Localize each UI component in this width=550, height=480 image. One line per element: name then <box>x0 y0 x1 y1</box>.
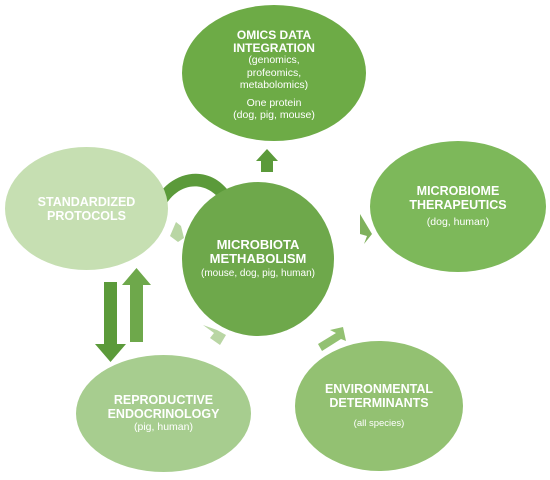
microbiota-species: (mouse, dog, pig, human) <box>201 268 315 280</box>
environmental-species: (all species) <box>353 418 405 430</box>
therapeutics-species: (dog, human) <box>426 216 490 229</box>
arrow-center-to-therapeutics <box>360 214 372 244</box>
omics-subtitle: (genomics, profeomics, metabolomics) <box>239 54 309 91</box>
omics-data-integration-node: OMICS DATA INTEGRATION (genomics, profeo… <box>182 5 366 141</box>
standardized-title: STANDARDIZED PROTOCOLS <box>37 194 136 223</box>
arrow-to-omics <box>256 149 278 172</box>
microbiome-therapeutics-node: MICROBIOME THERAPEUTICS (dog, human) <box>370 141 546 272</box>
environmental-determinants-node: ENVIRONMENTAL DETERMINANTS (all species) <box>295 341 463 471</box>
arrow-standardized-center <box>170 222 184 242</box>
standardized-protocols-node: STANDARDIZED PROTOCOLS <box>5 147 168 270</box>
reproductive-title: REPRODUCTIVE ENDOCRINOLOGY <box>107 393 220 422</box>
microbiota-metabolism-node: MICROBIOTA METHABOLISM (mouse, dog, pig,… <box>182 182 334 336</box>
arrow-down-to-reproductive <box>95 282 126 362</box>
omics-species: (dog, pig, mouse) <box>233 108 315 121</box>
reproductive-endocrinology-node: REPRODUCTIVE ENDOCRINOLOGY (pig, human) <box>76 355 251 472</box>
arrow-center-to-reproductive <box>203 325 226 345</box>
environmental-title: ENVIRONMENTAL DETERMINANTS <box>324 382 434 411</box>
omics-one-protein: One protein <box>246 96 302 109</box>
reproductive-species: (pig, human) <box>134 421 193 434</box>
omics-title: OMICS DATA INTEGRATION <box>233 28 315 55</box>
microbiota-title: MICROBIOTA METHABOLISM <box>209 236 307 266</box>
arrow-center-to-environmental <box>318 327 346 351</box>
therapeutics-title: MICROBIOME THERAPEUTICS <box>409 184 507 213</box>
arrow-up-to-standardized <box>122 268 151 342</box>
